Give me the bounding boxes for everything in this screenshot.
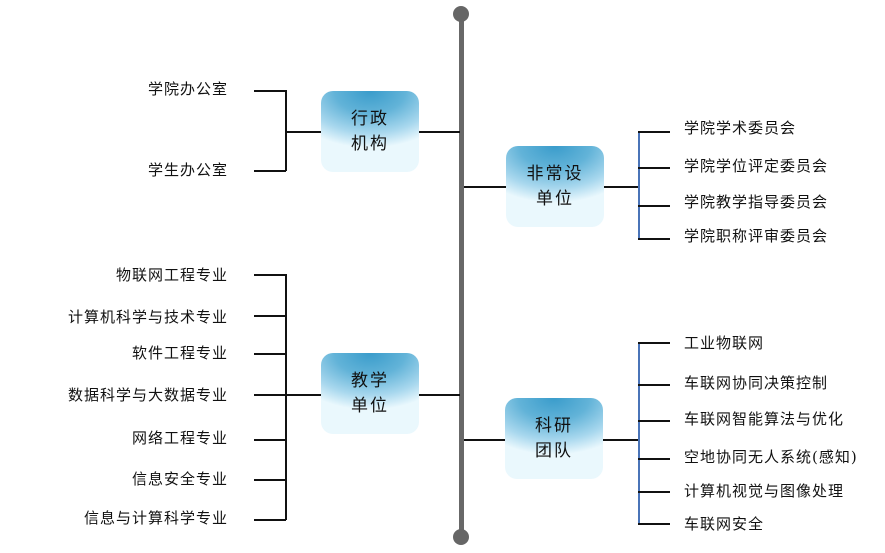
unit-label: 学院教学指导委员会 (684, 193, 829, 211)
unit-label: 数据科学与大数据专业 (67, 386, 228, 404)
branch-line (638, 523, 670, 525)
branch-line (638, 342, 670, 344)
category-title-line: 团队 (535, 440, 573, 461)
unit-label: 车联网智能算法与优化 (684, 410, 845, 428)
unit-label: 学院学位评定委员会 (684, 157, 829, 175)
spine-top-cap (453, 6, 469, 22)
branch-line (254, 353, 286, 355)
unit-label: 网络工程专业 (131, 429, 228, 447)
category-box-research: 科研 团队 (505, 398, 603, 479)
unit-label: 车联网协同决策控制 (684, 374, 829, 392)
branch-line (254, 519, 286, 521)
connector-teaching-spine (419, 394, 460, 396)
branch-line (254, 479, 286, 481)
category-title-line: 教学 (351, 370, 389, 391)
category-box-teaching: 教学 单位 (321, 353, 419, 434)
unit-label: 计算机科学与技术专业 (67, 308, 228, 326)
spine-bottom-cap (453, 529, 469, 545)
bracket-admin (285, 90, 287, 171)
connector-nonstanding-spine (464, 186, 506, 188)
unit-label: 物联网工程专业 (115, 266, 228, 284)
connector-research-bracket (603, 439, 638, 441)
branch-line (638, 420, 670, 422)
branch-line (254, 315, 286, 317)
category-title-line: 机构 (351, 133, 389, 154)
branch-line (254, 90, 286, 92)
category-title-line: 非常设 (526, 163, 584, 184)
branch-line (638, 458, 670, 460)
unit-label: 信息与计算科学专业 (83, 509, 228, 527)
unit-label: 学院职称评审委员会 (684, 227, 829, 245)
branch-line (638, 238, 670, 240)
category-title-line: 单位 (536, 188, 574, 209)
unit-label: 工业物联网 (684, 334, 765, 352)
unit-label: 学院学术委员会 (684, 119, 797, 137)
branch-line (638, 205, 670, 207)
central-spine (459, 14, 464, 537)
category-title-line: 单位 (351, 395, 389, 416)
connector-teaching-bracket (286, 394, 321, 396)
branch-line (638, 131, 670, 133)
branch-line (638, 384, 670, 386)
category-title-line: 行政 (351, 108, 389, 129)
category-title-line: 科研 (535, 415, 573, 436)
branch-line (254, 394, 286, 396)
bracket-teaching (285, 274, 287, 520)
category-box-admin: 行政 机构 (321, 91, 419, 172)
unit-label: 信息安全专业 (131, 470, 228, 488)
branch-line (254, 170, 286, 172)
unit-label: 空地协同无人系统(感知) (684, 448, 858, 466)
bracket-nonstanding (638, 131, 640, 239)
connector-research-spine (464, 439, 505, 441)
branch-line (254, 274, 286, 276)
unit-label: 学生办公室 (148, 161, 229, 179)
unit-label: 软件工程专业 (131, 344, 228, 362)
unit-label: 计算机视觉与图像处理 (684, 482, 845, 500)
branch-line (638, 491, 670, 493)
branch-line (254, 439, 286, 441)
bracket-research (638, 342, 640, 524)
connector-admin-spine (419, 131, 460, 133)
branch-line (638, 167, 670, 169)
unit-label: 车联网安全 (684, 515, 765, 533)
category-box-nonstanding: 非常设 单位 (506, 146, 604, 227)
connector-admin-bracket (286, 131, 321, 133)
unit-label: 学院办公室 (148, 80, 229, 98)
connector-nonstanding-bracket (604, 186, 638, 188)
